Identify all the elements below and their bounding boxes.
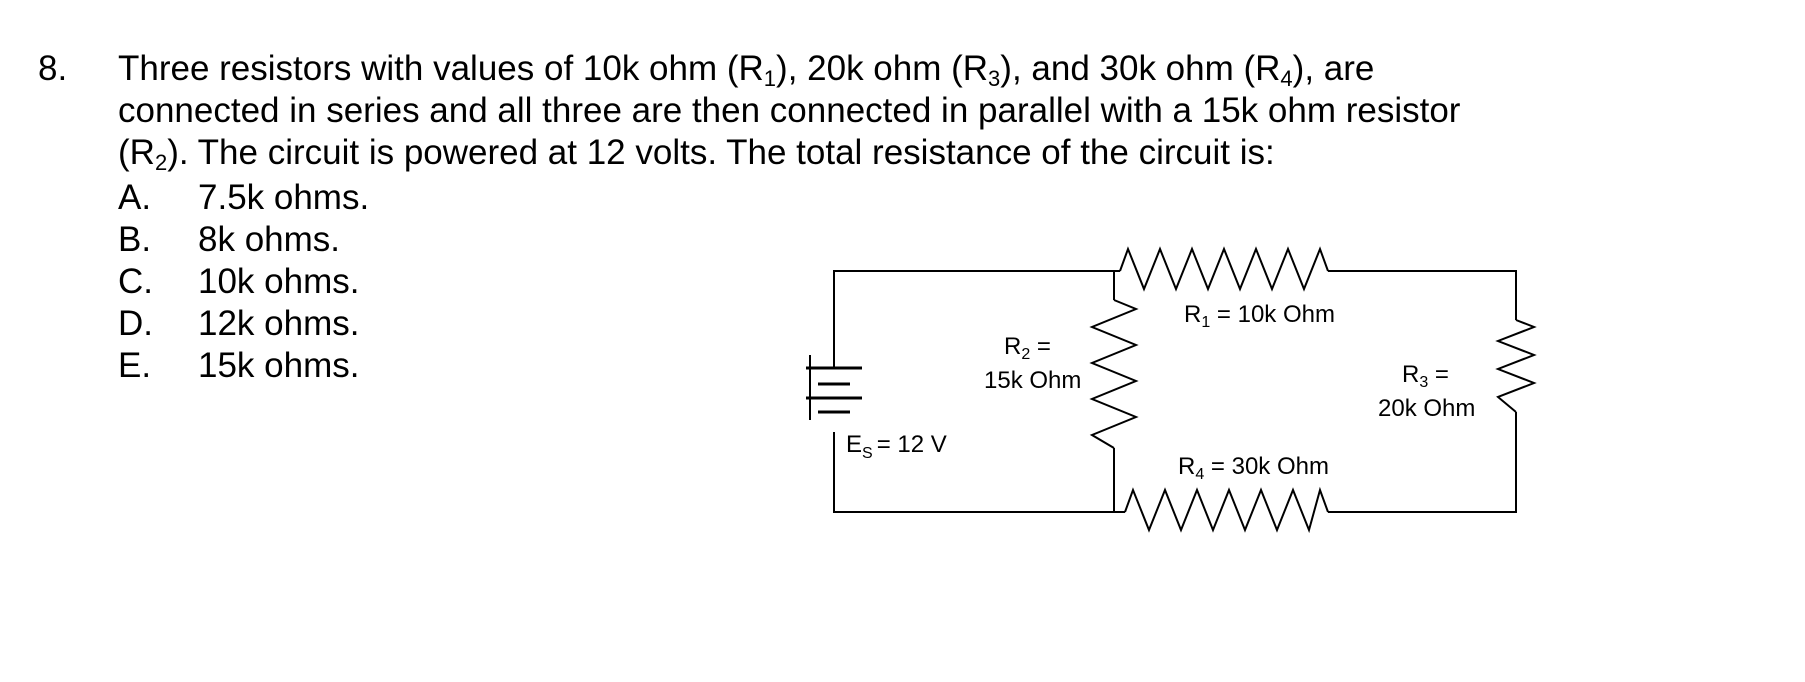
wire-left-bottom — [833, 432, 1125, 513]
resistor-r3 — [1495, 319, 1537, 413]
r3-label-name: R3 = — [1402, 361, 1449, 391]
option-e[interactable]: E. 15k ohms. — [118, 345, 369, 387]
resistor-r2 — [1089, 299, 1139, 449]
option-text: 10k ohms. — [198, 262, 360, 301]
question-number: 8. — [38, 49, 68, 88]
r2-label-name: R2 = — [1004, 333, 1051, 363]
option-letter: A. — [118, 178, 152, 217]
wire-left — [833, 270, 1120, 368]
option-letter: D. — [118, 304, 153, 343]
battery-icon — [806, 355, 862, 420]
option-a[interactable]: A. 7.5k ohms. — [118, 177, 369, 219]
r3-label-value: 20k Ohm — [1378, 395, 1475, 422]
option-text: 15k ohms. — [198, 346, 360, 385]
source-label: ES= 12 V — [846, 431, 947, 462]
resistor-r1 — [1119, 246, 1329, 292]
option-text: 12k ohms. — [198, 304, 360, 343]
question-line-3: (R2). The circuit is powered at 12 volts… — [118, 133, 1275, 175]
question-line-1: Three resistors with values of 10k ohm (… — [118, 49, 1375, 91]
answer-options: A. 7.5k ohms. B. 8k ohms. C. 10k ohms. D. 12… — [118, 177, 369, 387]
wire-right-top — [1328, 270, 1517, 320]
option-text: 8k ohms. — [198, 220, 340, 259]
option-text: 7.5k ohms. — [198, 178, 370, 217]
resistor-r4 — [1124, 486, 1329, 534]
option-letter: E. — [118, 346, 152, 385]
option-c[interactable]: C. 10k ohms. — [118, 261, 369, 303]
option-d[interactable]: D. 12k ohms. — [118, 303, 369, 345]
r1-label: R1 = 10k Ohm — [1184, 301, 1335, 331]
option-letter: B. — [118, 220, 152, 259]
option-b[interactable]: B. 8k ohms. — [118, 219, 369, 261]
r2-label-value: 15k Ohm — [984, 367, 1081, 394]
option-letter: C. — [118, 262, 153, 301]
wire-right-bottom — [1328, 412, 1517, 513]
question-text: Three resistors with values of 10k ohm (… — [118, 48, 1568, 174]
r4-label: R4 = 30k Ohm — [1178, 453, 1329, 483]
question-line-2: connected in series and all three are th… — [118, 91, 1461, 130]
